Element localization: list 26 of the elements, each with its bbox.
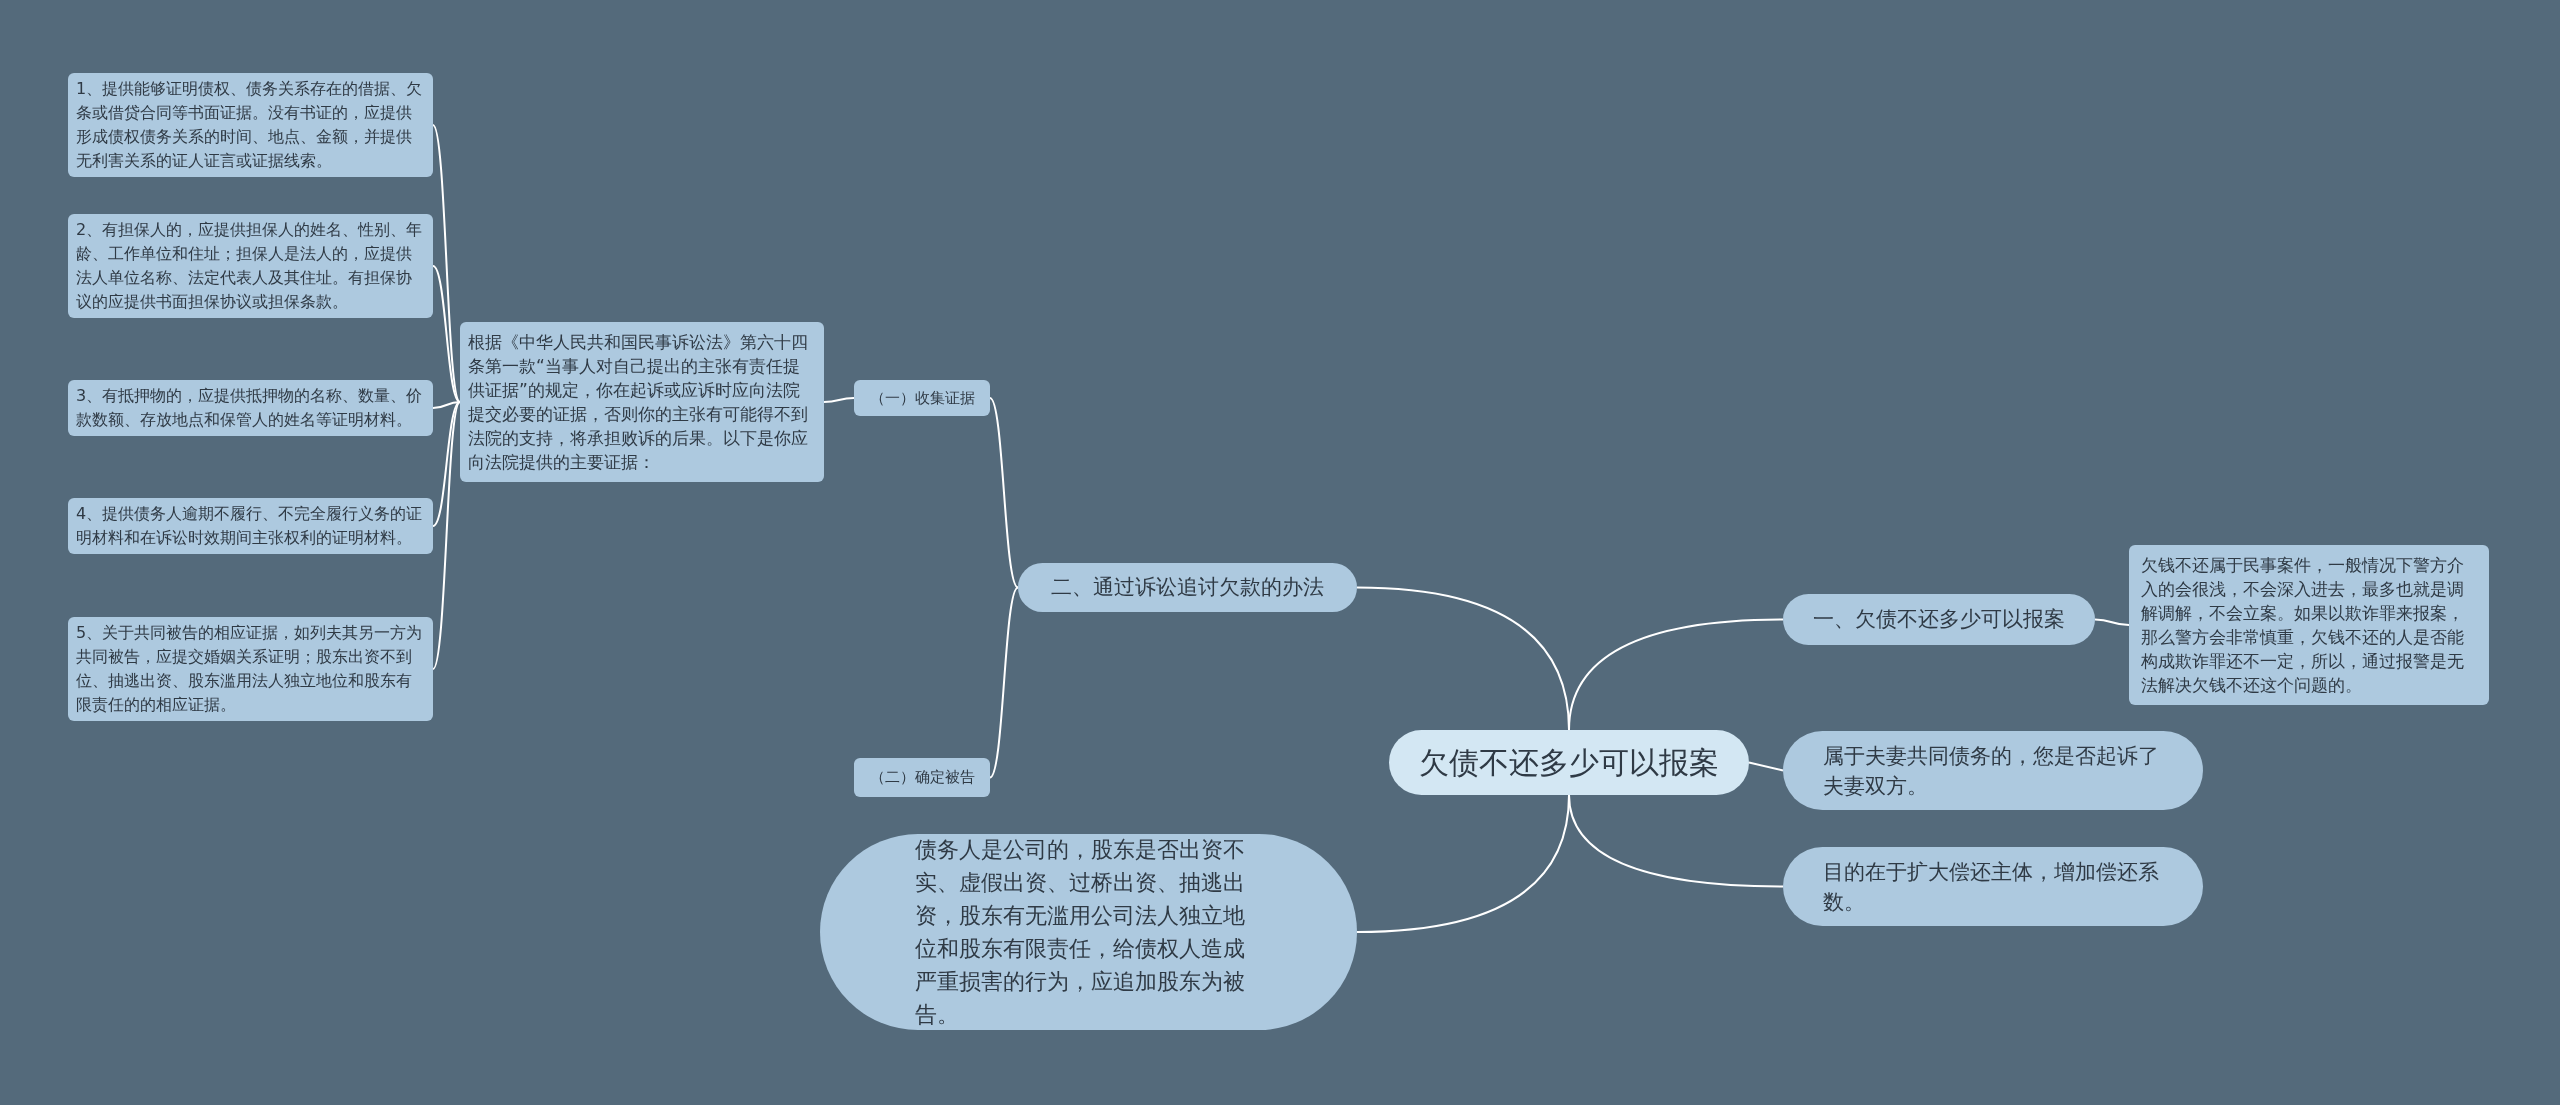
topic-pill: 一、欠债不还多少可以报案 (1783, 594, 2095, 645)
connector-line (432, 401, 461, 670)
connector-line (989, 397, 1019, 589)
connector-line (823, 397, 855, 403)
connector-line (432, 401, 461, 409)
connector-line (432, 124, 461, 403)
topic-pill: 目的在于扩大偿还主体，增加偿还系数。 (1783, 847, 2203, 926)
connector-line (989, 586, 1019, 779)
subtopic-tag: （一）收集证据 (854, 380, 990, 416)
connector-line (1356, 794, 1570, 933)
detail-card: 根据《中华人民共和国民事诉讼法》第六十四条第一款“当事人对自己提出的主张有责任提供证据”的规定，你在起诉或应诉时应向法院提交必要的证据，否则你的主张有可能得不到法院的支持，将承担败诉的后果。以下是你应向法院提供的主要证据： (460, 322, 824, 482)
evidence-card: 2、有担保人的，应提供担保人的姓名、性别、年龄、工作单位和住址；担保人是法人的，应提供法人单位名称、法定代表人及其住址。有担保协议的应提供书面担保协议或担保条款。 (68, 214, 433, 318)
evidence-card: 3、有抵押物的，应提供抵押物的名称、数量、价款数额、存放地点和保管人的姓名等证明材料。 (68, 380, 433, 436)
connector-line (1356, 586, 1570, 731)
topic-pill: 二、通过诉讼追讨欠款的办法 (1018, 563, 1357, 612)
evidence-card: 4、提供债务人逾期不履行、不完全履行义务的证明材料和在诉讼时效期间主张权利的证明材料。 (68, 498, 433, 554)
evidence-card: 5、关于共同被告的相应证据，如列夫其另一方为共同被告，应提交婚姻关系证明；股东出资不到位、抽逃出资、股东滥用法人独立地位和股东有限责任的的相应证据。 (68, 617, 433, 721)
connector-line (432, 265, 461, 403)
evidence-card: 1、提供能够证明债权、债务关系存在的借据、欠条或借贷合同等书面证据。没有书证的，应提供形成债权债务关系的时间、地点、金额，并提供无利害关系的证人证言或证据线索。 (68, 73, 433, 177)
root-topic: 欠债不还多少可以报案 (1389, 730, 1749, 795)
detail-card: 欠钱不还属于民事案件，一般情况下警方介入的会很浅，不会深入进去，最多也就是调解调解，不会立案。如果以欺诈罪来报案，那么警方会非常慎重，欠钱不还的人是否能构成欺诈罪还不一定，所以，通过报警是无法解决欠钱不还这个问题的。 (2129, 545, 2489, 705)
connector-line (2094, 618, 2130, 626)
subtopic-tag: （二）确定被告 (854, 758, 990, 797)
topic-pill: 属于夫妻共同债务的，您是否起诉了夫妻双方。 (1783, 731, 2203, 810)
connector-line (1748, 761, 1784, 772)
connector-line (432, 401, 461, 527)
